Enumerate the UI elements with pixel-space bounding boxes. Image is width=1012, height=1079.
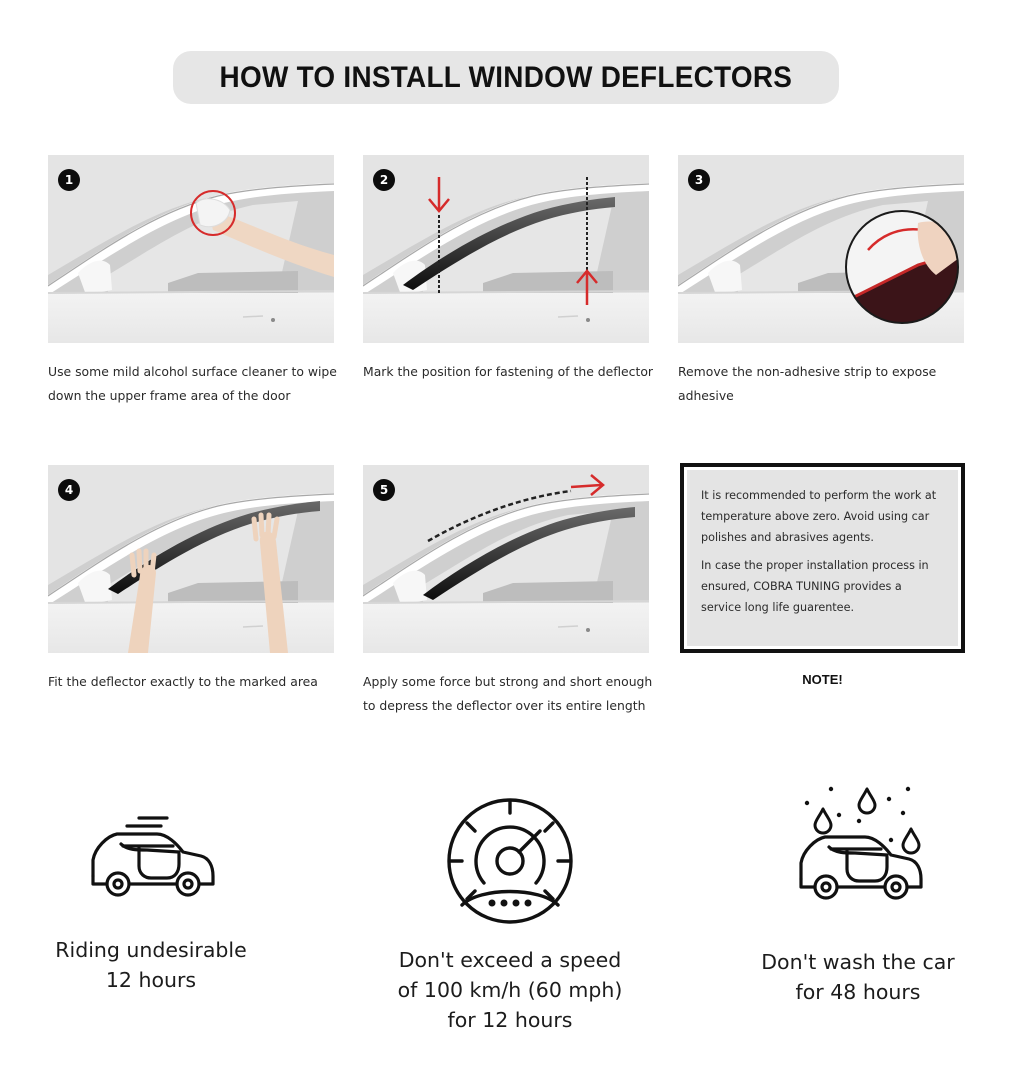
step-number-badge: 5: [373, 479, 395, 501]
step-1: 1 Use some mild alcohol surface cleaner …: [48, 155, 337, 408]
step-1-illustration: 1: [48, 155, 334, 343]
tip-2-line-1: Don't exceed a speed: [398, 948, 622, 972]
step-number-badge: 2: [373, 169, 395, 191]
step-1-caption: Use some mild alcohol surface cleaner to…: [48, 364, 337, 403]
car-speeding-icon: [91, 816, 215, 897]
note-paragraph-1: It is recommended to perform the work at…: [701, 489, 937, 544]
tip-speed: Don't exceed a speed of 100 km/h (60 mph…: [355, 795, 665, 1035]
page-title: HOW TO INSTALL WINDOW DEFLECTORS: [219, 60, 793, 94]
step-5-illustration: 5: [363, 465, 649, 653]
step-3: 3 Remove the non-adhesive strip to expos…: [678, 155, 966, 408]
tip-2-line-3: for 12 hours: [447, 1008, 573, 1032]
step-4: 4 Fit the deflector exactly to the marke…: [48, 465, 336, 694]
deflector-marking-image: [363, 155, 649, 343]
step-4-caption: Fit the deflector exactly to the marked …: [48, 674, 318, 689]
step-2-caption: Mark the position for fastening of the d…: [363, 364, 654, 379]
tip-riding: Riding undesirable 12 hours: [20, 810, 282, 995]
hands-fitting-deflector-image: [48, 465, 334, 653]
tip-wash: Don't wash the car for 48 hours: [727, 783, 989, 1007]
pressing-deflector-image: [363, 465, 649, 653]
step-number-badge: 3: [688, 169, 710, 191]
note-label: NOTE!: [802, 672, 843, 687]
speedometer-icon: [447, 798, 573, 924]
step-4-illustration: 4: [48, 465, 334, 653]
step-2-illustration: 2: [363, 155, 649, 343]
note-paragraph-2: In case the proper installation process …: [701, 559, 929, 614]
car-rain-drops-icon: [799, 786, 923, 900]
tip-3-line-1: Don't wash the car: [761, 950, 955, 974]
step-5: 5 Apply some force but strong and short …: [363, 465, 652, 718]
hand-wiping-door-frame-image: [48, 155, 334, 343]
peeling-adhesive-image: [678, 155, 964, 343]
tip-1-line-2: 12 hours: [105, 968, 197, 992]
tip-1-line-1: Riding undesirable: [55, 938, 247, 962]
step-number-badge: 1: [58, 169, 80, 191]
step-number-badge: 4: [58, 479, 80, 501]
title-banner: HOW TO INSTALL WINDOW DEFLECTORS: [173, 51, 839, 104]
note-box: It is recommended to perform the work at…: [680, 463, 965, 653]
tip-2-line-2: of 100 km/h (60 mph): [397, 978, 623, 1002]
step-2: 2 Mark the position for fastening of the…: [363, 155, 653, 384]
tip-3-line-2: for 48 hours: [795, 980, 921, 1004]
step-3-illustration: 3: [678, 155, 964, 343]
step-3-caption: Remove the non-adhesive strip to expose …: [678, 364, 937, 403]
step-5-caption: Apply some force but strong and short en…: [363, 674, 653, 713]
